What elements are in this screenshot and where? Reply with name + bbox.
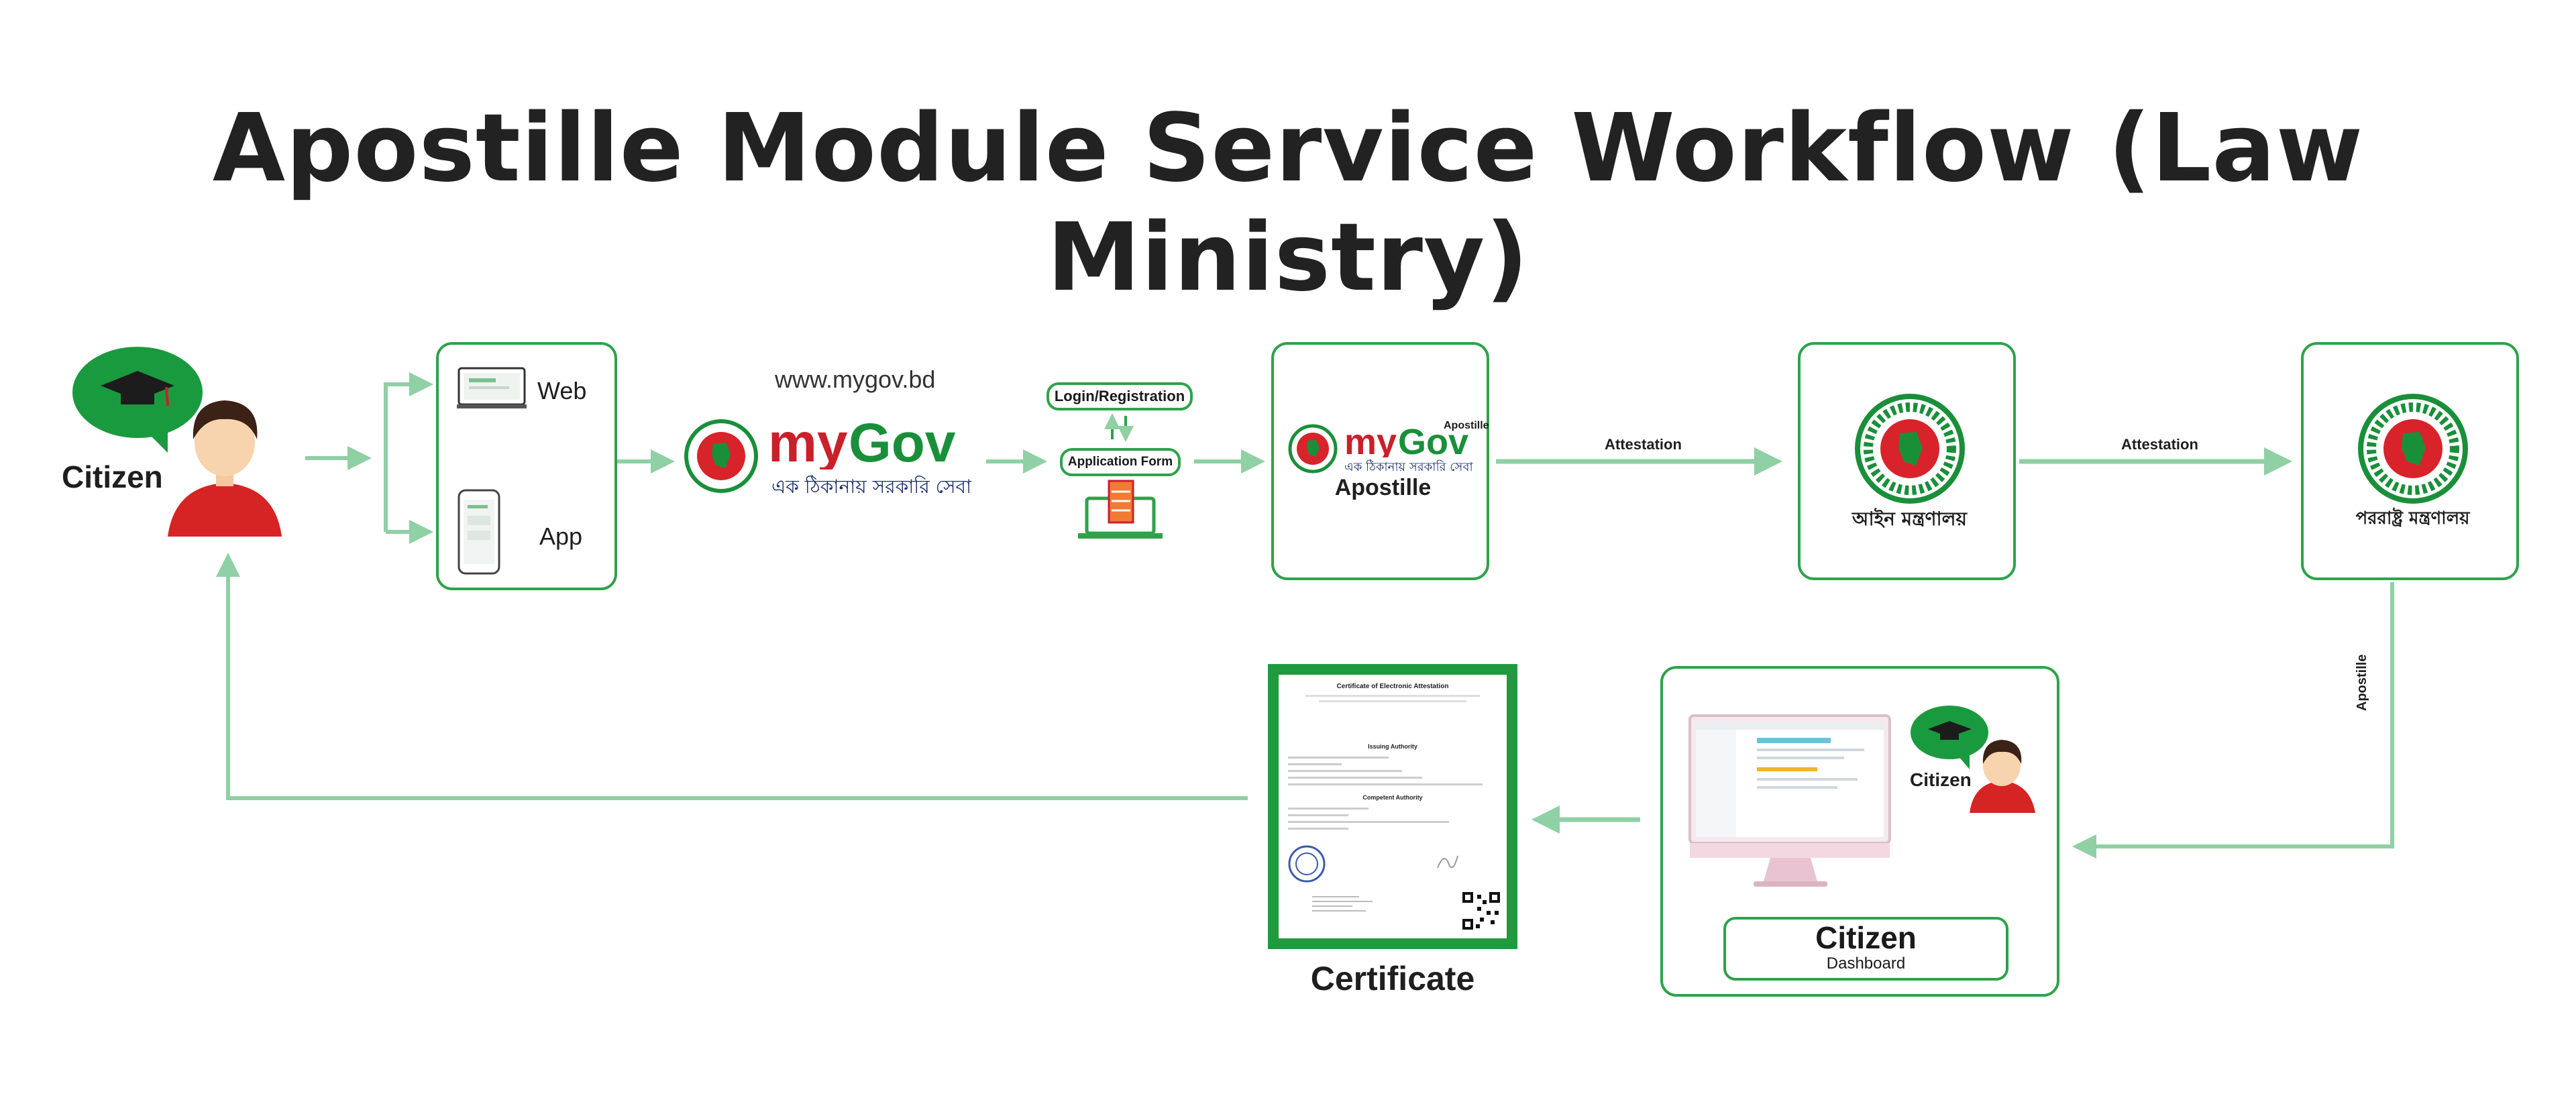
dashboard-citizen-label: Citizen xyxy=(1910,769,1972,790)
web-channel[interactable]: Web xyxy=(455,365,603,412)
application-form-button[interactable]: Application Form xyxy=(1060,448,1181,476)
certificate-document[interactable]: Certificate of Electronic Attestation Is… xyxy=(1268,664,1517,949)
certificate-subtitle-lines-2 xyxy=(1319,700,1466,702)
apostille-mygov-wordmark: my Gov xyxy=(1344,422,1468,457)
certificate-body-lines-2 xyxy=(1288,808,1489,834)
certificate-issuing-authority: Issuing Authority xyxy=(1368,743,1417,750)
apostille-card: my Gov Apostille এক ঠিকানায় সরকারি সেবা… xyxy=(1271,342,1489,580)
apostille-seal-icon xyxy=(1288,424,1338,474)
attestation-label-2: Attestation xyxy=(2121,436,2198,453)
form-laptop-icon xyxy=(1078,480,1163,539)
arrow-split-web xyxy=(384,372,433,532)
foreign-ministry-label: পররাষ্ট্র মন্ত্রণালয় xyxy=(2355,508,2470,529)
phone-icon xyxy=(458,489,500,575)
certificate-footer-lines xyxy=(1312,896,1379,915)
govt-seal-icon xyxy=(684,419,758,493)
certificate-page: Certificate of Electronic Attestation Is… xyxy=(1279,675,1507,938)
certificate-competent-authority: Competent Authority xyxy=(1362,794,1423,801)
citizen-label: Citizen xyxy=(62,459,163,494)
portal-tagline: এক ঠিকানায় সরকারি সেবা xyxy=(771,476,972,498)
apostille-arrow-label: Apostille xyxy=(2355,654,2369,711)
law-ministry-label: আইন মন্ত্রণালয় xyxy=(1851,508,1968,530)
foreign-ministry-seal-icon xyxy=(2358,394,2468,504)
citizen-avatar-icon xyxy=(72,347,282,537)
certificate-qr-code-icon xyxy=(1461,891,1501,931)
attestation-label-1: Attestation xyxy=(1605,436,1682,453)
citizen-figure xyxy=(67,339,309,540)
dashboard-citizen-avatar-icon xyxy=(1911,706,2035,813)
citizen-dashboard-button[interactable]: Citizen Dashboard xyxy=(1723,917,2008,981)
mygov-logo: my Gov এক ঠিকানায় সরকারি সেবা xyxy=(681,416,976,503)
laptop-icon xyxy=(457,367,527,408)
citizen-dashboard-card: Citizen Citizen Dashboard xyxy=(1660,666,2059,997)
svg-text:Gov: Gov xyxy=(849,416,956,470)
app-channel[interactable]: App xyxy=(455,489,603,576)
certificate-doc-title: Certificate of Electronic Attestation xyxy=(1336,683,1449,690)
apostille-tagline: এক ঠিকানায় সরকারি সেবা xyxy=(1344,460,1473,474)
page-title: Apostille Module Service Workflow (Law M… xyxy=(212,94,2364,313)
law-ministry-card: আইন মন্ত্রণালয় xyxy=(1798,342,2016,580)
mygov-wordmark: my Gov xyxy=(768,416,956,470)
graduation-cap-icon xyxy=(101,371,174,400)
law-ministry-seal-icon xyxy=(1855,394,1965,504)
dashboard-title: Citizen xyxy=(1815,920,1917,955)
certificate-stamp-icon xyxy=(1288,845,1326,883)
channels-card: Web App xyxy=(436,342,617,590)
application-laptop xyxy=(1077,480,1164,540)
dashboard-subtitle: Dashboard xyxy=(1826,954,1906,973)
portal-url[interactable]: www.mygov.bd xyxy=(775,366,936,393)
arrow-apostille-return xyxy=(2072,582,2394,859)
foreign-ministry-card: পররাষ্ট্র মন্ত্রণালয় xyxy=(2301,342,2519,580)
certificate-label: Certificate xyxy=(1310,960,1475,997)
svg-text:my: my xyxy=(1344,422,1397,457)
apostille-logo-small: Apostille xyxy=(1444,420,1489,431)
svg-text:my: my xyxy=(768,416,848,470)
certificate-signature-icon xyxy=(1437,855,1458,869)
login-registration-button[interactable]: Login/Registration xyxy=(1046,382,1193,410)
svg-text:Gov: Gov xyxy=(1398,422,1468,457)
desktop-monitor-icon xyxy=(1688,714,1891,887)
certificate-body-lines xyxy=(1288,757,1489,790)
certificate-subtitle-lines xyxy=(1305,695,1480,697)
web-label: Web xyxy=(537,377,587,404)
apostille-card-label: Apostille xyxy=(1334,475,1432,500)
app-label: App xyxy=(539,522,583,550)
arrow-certificate-to-citizen xyxy=(216,553,1248,800)
